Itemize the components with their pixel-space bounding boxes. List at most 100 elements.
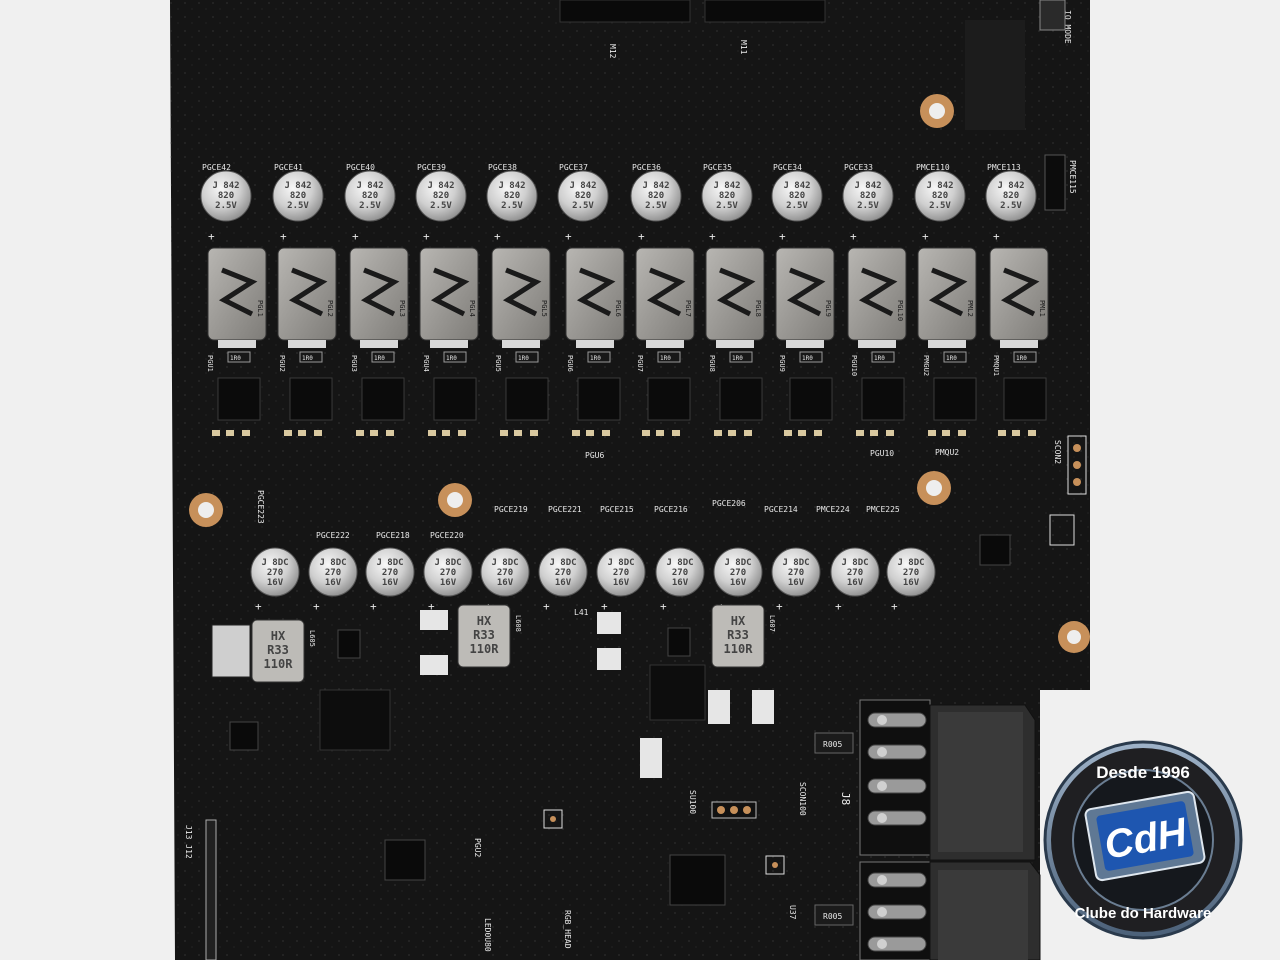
- connector-pin: [867, 872, 927, 888]
- smd-part: [798, 430, 806, 436]
- inductor-label: L605: [308, 630, 316, 647]
- cap-marking: J 8DC: [319, 558, 346, 568]
- label-su100: SU100: [688, 790, 697, 814]
- resistor-label: 1R0: [446, 355, 457, 362]
- switch: [1039, 0, 1066, 31]
- smd-part: [298, 430, 306, 436]
- mosfet-label: PGU7: [636, 355, 644, 372]
- cap-label: PMCE225: [866, 505, 900, 514]
- plus-mark: +: [494, 230, 501, 243]
- cap-marking: J 842: [642, 181, 669, 191]
- inductor-label: PML1: [1038, 300, 1046, 317]
- smd-part: [1028, 430, 1036, 436]
- capacitor: [415, 170, 467, 222]
- cap-label: PGCE220: [430, 531, 464, 540]
- inductor-logo: [786, 267, 826, 317]
- plus-mark: +: [565, 230, 572, 243]
- capacitor: [655, 547, 705, 597]
- plus-mark: +: [601, 600, 608, 613]
- connector-pin: [867, 744, 927, 760]
- cap-marking: 270: [672, 568, 688, 578]
- cap-marking: 2.5V: [1000, 201, 1022, 211]
- smd-part: [226, 430, 234, 436]
- cap-label: PGCE34: [773, 163, 802, 172]
- chip: [979, 534, 1011, 566]
- inductor-label: PGL8: [754, 300, 762, 317]
- cap-marking: 820: [860, 191, 876, 201]
- r005-label: R005: [823, 740, 842, 749]
- smd-part: [784, 430, 792, 436]
- inductor-label: PGL9: [824, 300, 832, 317]
- solder-joint: [877, 747, 887, 757]
- cap-marking: 270: [613, 568, 629, 578]
- smd-part: [284, 430, 292, 436]
- cap-marking: 2.5V: [215, 201, 237, 211]
- pad: [218, 340, 256, 348]
- cap-marking: 2.5V: [645, 201, 667, 211]
- resistor-label: 1R0: [946, 355, 957, 362]
- cap-marking: 270: [903, 568, 919, 578]
- resistor-r005: [814, 904, 854, 926]
- pad: [858, 340, 896, 348]
- plus-mark: +: [779, 230, 786, 243]
- inductor-logo: [928, 267, 968, 317]
- pad: [597, 612, 621, 634]
- cap-marking: 2.5V: [857, 201, 879, 211]
- plus-mark: +: [543, 600, 550, 613]
- header-pins: [543, 801, 785, 875]
- capacitor: [538, 547, 588, 597]
- capacitor: [480, 547, 530, 597]
- mosfet-label: PGU2: [278, 355, 286, 372]
- label-rgb-head: RGB_HEAD: [563, 910, 572, 949]
- cap-label: PGCE42: [202, 163, 231, 172]
- label-j13-j12: J13 J12: [184, 825, 193, 859]
- cap-marking: 16V: [497, 578, 514, 588]
- cap-label: PGCE223: [256, 490, 265, 524]
- resistor: [799, 351, 823, 363]
- cap-marking: J 842: [713, 181, 740, 191]
- chip: [649, 664, 706, 721]
- pad: [640, 738, 662, 778]
- power-connector-j8: [859, 699, 1036, 861]
- pad: [360, 340, 398, 348]
- cap-marking: 16V: [730, 578, 747, 588]
- cap-marking: 820: [218, 191, 234, 201]
- cap-marking: J 842: [212, 181, 239, 191]
- inductor-label: PGL2: [326, 300, 334, 317]
- capacitor: [701, 170, 753, 222]
- cap-marking: 270: [788, 568, 804, 578]
- mosfet-label: PGU9: [778, 355, 786, 372]
- cap-marking: 16V: [267, 578, 284, 588]
- smd-part: [728, 430, 736, 436]
- smd-part: [572, 430, 580, 436]
- cap-marking: 16V: [440, 578, 457, 588]
- plus-mark: +: [776, 600, 783, 613]
- inductor-label: PGL7: [684, 300, 692, 317]
- capacitor: [344, 170, 396, 222]
- plus-mark: +: [835, 600, 842, 613]
- smd-part: [530, 430, 538, 436]
- solder-joint: [877, 907, 887, 917]
- smd-part: [602, 430, 610, 436]
- cap-label: PGCE38: [488, 163, 517, 172]
- resistor: [871, 351, 895, 363]
- cap-marking: 820: [932, 191, 948, 201]
- label-pgu2-lower: PGU2: [473, 838, 482, 857]
- mosfet-label: PMGU2: [922, 355, 930, 376]
- chip: [384, 839, 426, 881]
- cap-marking: 820: [719, 191, 735, 201]
- connector-pin: [867, 712, 927, 728]
- via-grid: [965, 20, 1025, 130]
- connector-pin: [867, 778, 927, 794]
- inductor-label: PGL3: [398, 300, 406, 317]
- cap-marking: J 842: [783, 181, 810, 191]
- mosfet-label: PGU1: [206, 355, 214, 372]
- cap-marking: 270: [325, 568, 341, 578]
- clube-do-hardware-logo: Desde 1996 CdH Clube do Hardware: [1043, 740, 1243, 940]
- smd-part: [928, 430, 936, 436]
- cap-label: PGCE36: [632, 163, 661, 172]
- inductor: [457, 604, 511, 668]
- resistor-label: 1R0: [374, 355, 385, 362]
- inductor-small: [211, 624, 251, 678]
- label-pmqu2: PMQU2: [935, 448, 959, 457]
